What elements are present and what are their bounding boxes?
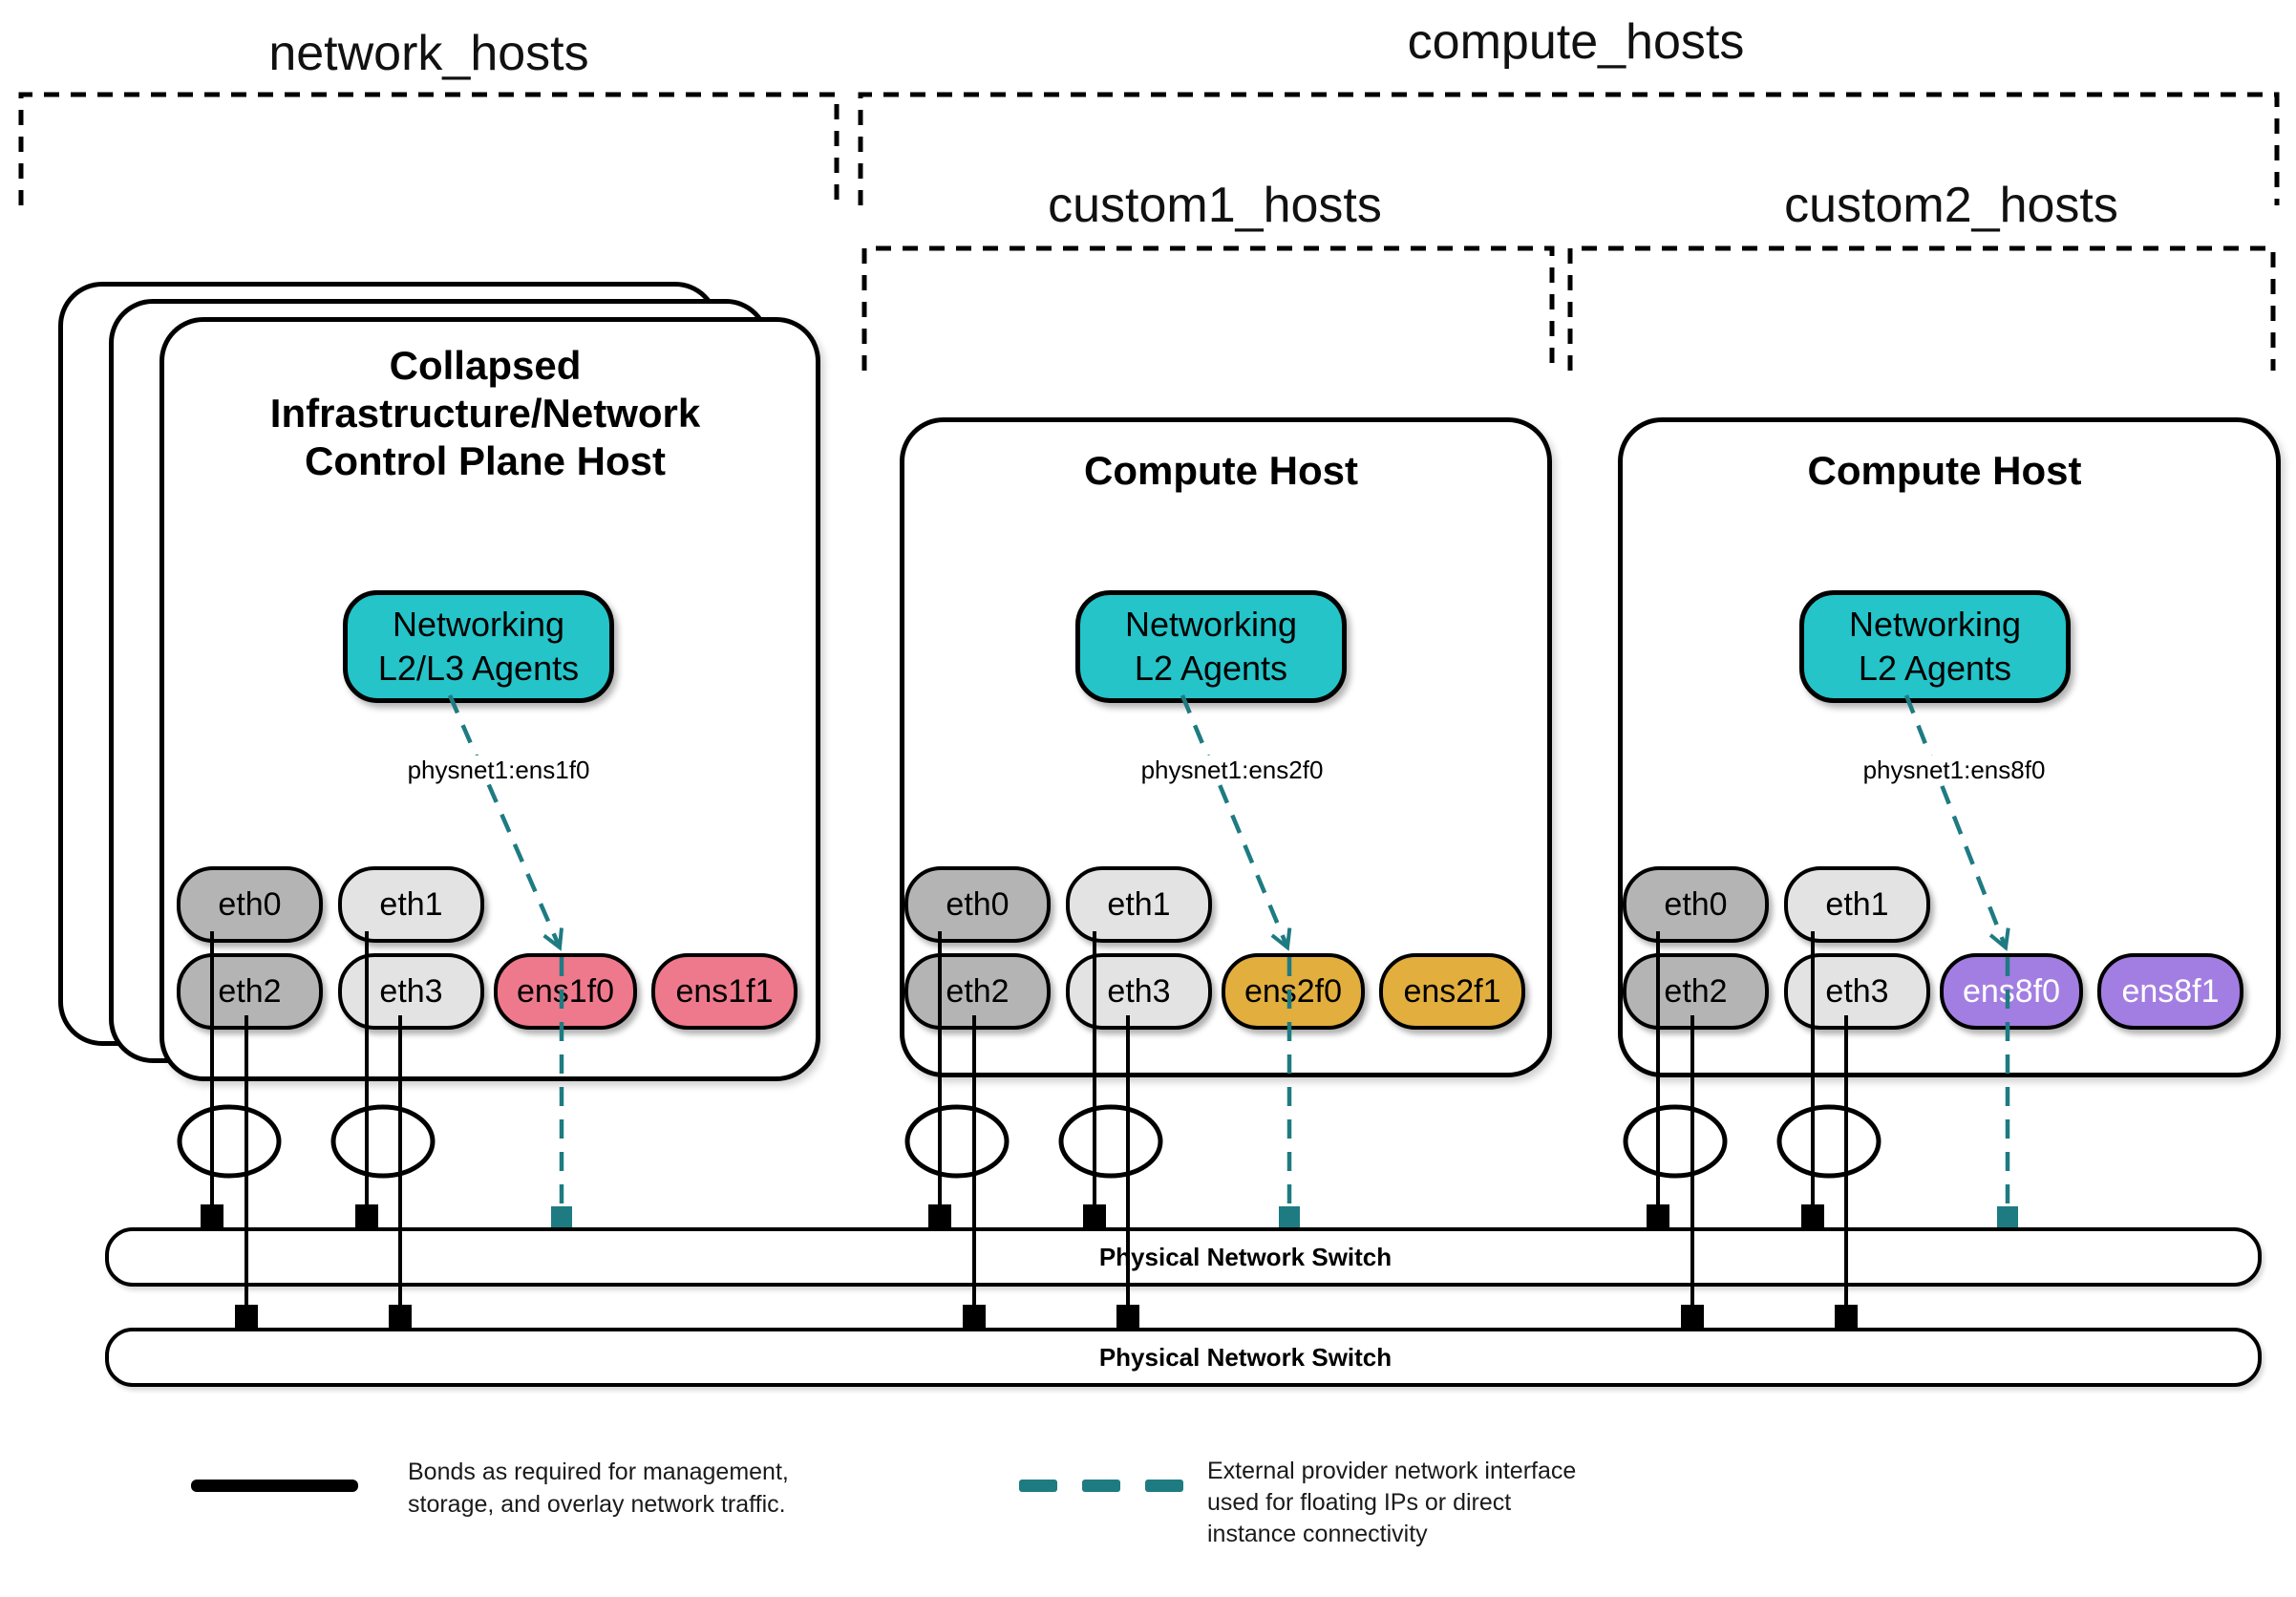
physnet-label-compute-2: physnet1:ens8f0 [1792,753,2116,787]
connector-square [355,1204,378,1227]
legend-dash-segment [1019,1480,1057,1492]
connector-square [1835,1305,1858,1328]
bracket-custom2-hosts [1567,245,2276,371]
nic-pill-eth2: eth2 [177,953,323,1030]
host-title-line: Infrastructure/Network [269,391,701,436]
bond-ellipse [1776,1104,1881,1179]
physnet-label-compute-1: physnet1:ens2f0 [1070,753,1394,787]
connector-square [201,1204,223,1227]
host-title-compute-1: Compute Host [900,447,1542,495]
nic-pill-ens1f0: ens1f0 [494,953,637,1030]
nic-pill-eth3: eth3 [1784,953,1930,1030]
connector-square [1681,1305,1704,1328]
host-title-compute-2: Compute Host [1618,447,2271,495]
legend-provider-line: used for floating IPs or direct [1207,1489,1512,1516]
legend-bond-text: Bonds as required for management, storag… [408,1456,789,1521]
connector-square [235,1305,258,1328]
connector-square [1647,1204,1669,1227]
group-label-custom2-hosts: custom2_hosts [1784,178,2118,233]
nic-pill-eth3: eth3 [338,953,484,1030]
switch-label: Physical Network Switch [1098,1242,1392,1271]
connector-square [928,1204,951,1227]
bond-ellipse [904,1104,1010,1179]
provider-connector-square [1279,1206,1300,1227]
legend-dash-segment [1145,1480,1183,1492]
legend-bond-swatch [191,1480,358,1492]
physnet-text: physnet1:ens8f0 [1857,756,2052,784]
group-label-custom1-hosts: custom1_hosts [1048,178,1382,233]
nic-pill-eth0: eth0 [1623,866,1769,943]
physnet-text: physnet1:ens2f0 [1135,756,1329,784]
legend-dash-segment [1082,1480,1120,1492]
nic-pill-ens1f1: ens1f1 [651,953,797,1030]
host-title-line: Compute Host [1084,448,1358,493]
legend-provider-text: External provider network interface used… [1207,1456,1576,1550]
switch-bar-2: Physical Network Switch [105,1328,2262,1387]
legend-provider-line: External provider network interface [1207,1458,1577,1484]
host-title-control-plane: Collapsed Infrastructure/Network Control… [159,342,811,485]
agent-label-line: Networking [1124,605,1298,644]
connector-square [1116,1305,1139,1328]
legend-bond-line: storage, and overlay network traffic. [408,1491,786,1518]
nic-pill-eth2: eth2 [904,953,1051,1030]
nic-pill-ens8f1: ens8f1 [2097,953,2243,1030]
nic-pill-eth0: eth0 [904,866,1051,943]
agent-label-line: L2/L3 Agents [377,649,580,688]
physnet-text: physnet1:ens1f0 [401,756,596,784]
connector-square [1083,1204,1106,1227]
nic-pill-eth1: eth1 [1066,866,1212,943]
bracket-network-hosts [18,92,840,205]
agent-box-compute-2: Networking L2 Agents [1799,590,2071,703]
nic-pill-ens8f0: ens8f0 [1940,953,2083,1030]
provider-connector-square [1997,1206,2018,1227]
legend-provider-line: instance connectivity [1207,1521,1428,1547]
switch-bar-1: Physical Network Switch [105,1227,2262,1287]
connector-square [1801,1204,1824,1227]
agent-label-line: Networking [392,605,565,644]
host-title-line: Control Plane Host [304,438,667,483]
legend-provider-swatch [1019,1480,1183,1492]
host-title-line: Collapsed [389,343,582,388]
physnet-label-control-plane: physnet1:ens1f0 [336,753,661,787]
agent-label-line: L2 Agents [1858,649,2012,688]
agent-label-line: Networking [1848,605,2022,644]
nic-pill-ens2f0: ens2f0 [1222,953,1365,1030]
bracket-custom1-hosts [861,245,1555,371]
nic-pill-eth1: eth1 [338,866,484,943]
nic-pill-eth3: eth3 [1066,953,1212,1030]
nic-pill-eth1: eth1 [1784,866,1930,943]
group-label-compute-hosts: compute_hosts [1407,14,1745,70]
nic-pill-eth0: eth0 [177,866,323,943]
bond-ellipse [177,1104,282,1179]
nic-pill-ens2f1: ens2f1 [1379,953,1525,1030]
bond-ellipse [1623,1104,1728,1179]
bond-ellipse [1058,1104,1163,1179]
agent-label-line: L2 Agents [1134,649,1288,688]
host-title-line: Compute Host [1807,448,2082,493]
agent-box-compute-1: Networking L2 Agents [1075,590,1347,703]
switch-label: Physical Network Switch [1098,1342,1392,1372]
group-label-network-hosts: network_hosts [268,26,589,81]
bond-ellipse [330,1104,436,1179]
legend-bond-line: Bonds as required for management, [408,1459,789,1485]
nic-pill-eth2: eth2 [1623,953,1769,1030]
connector-square [389,1305,412,1328]
connector-square [963,1305,986,1328]
provider-connector-square [551,1206,572,1227]
agent-box-control-plane: Networking L2/L3 Agents [343,590,614,703]
